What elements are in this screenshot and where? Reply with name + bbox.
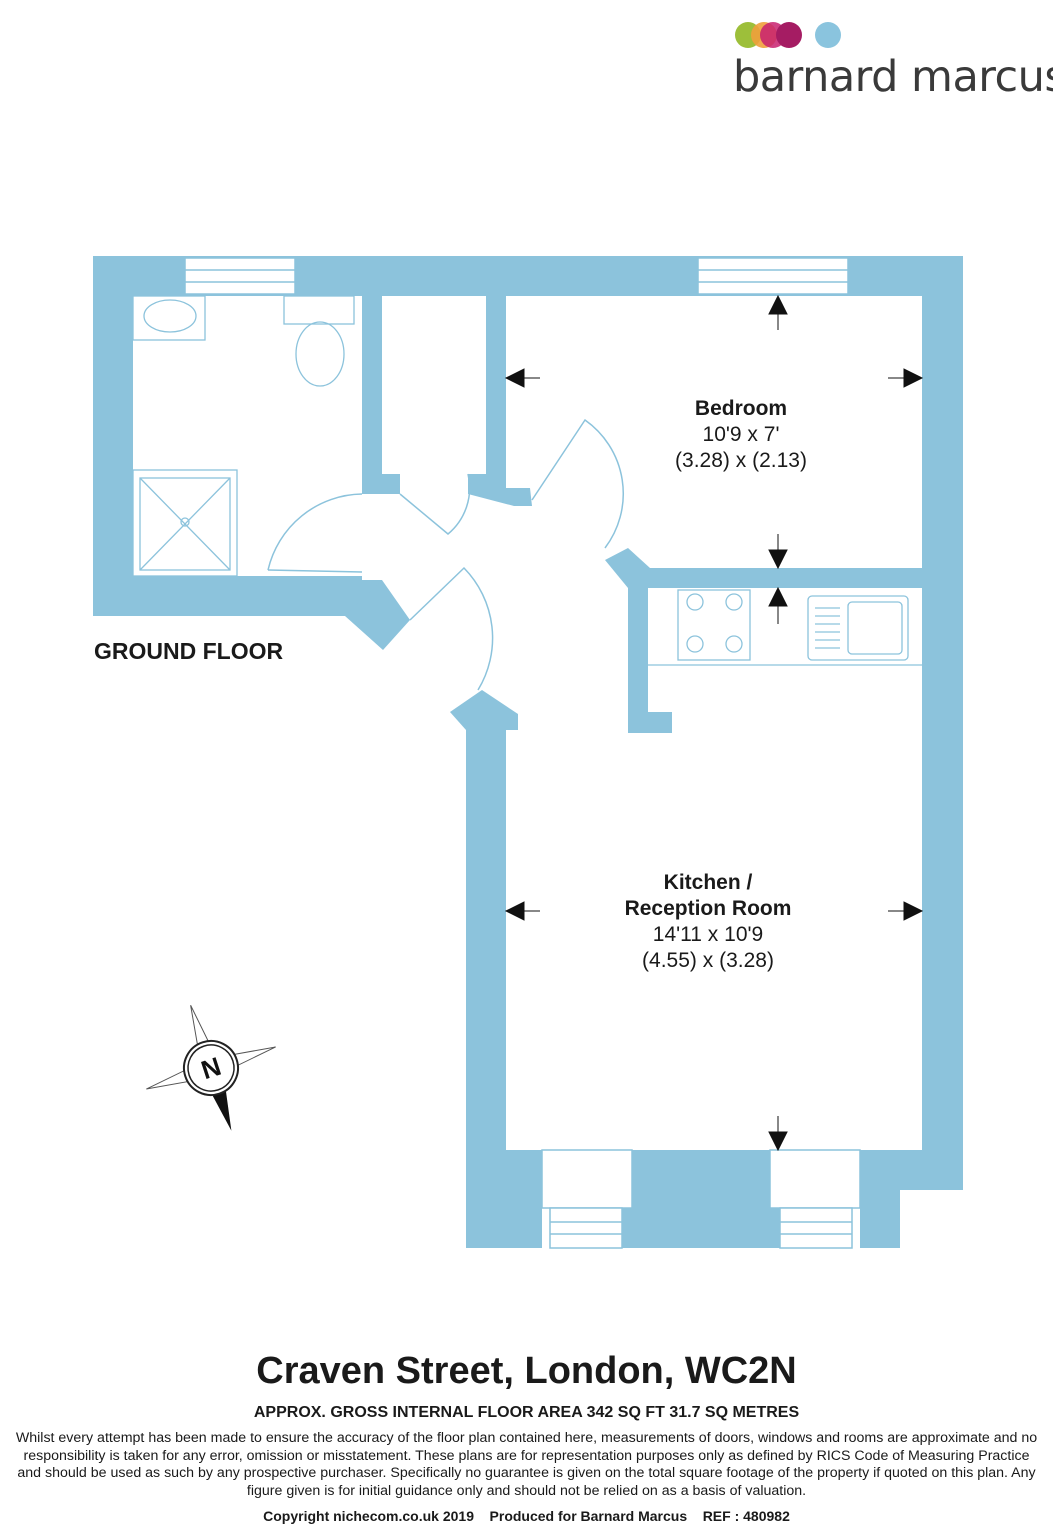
property-address: Craven Street, London, WC2N [256,1350,797,1392]
disclaimer-text: Whilst every attempt has been made to en… [15,1430,1038,1499]
windows [184,257,861,1249]
logo-dot-blue [815,22,841,48]
doors [267,418,624,691]
shower-tray [132,469,238,577]
floor-label: GROUND FLOOR [94,638,284,664]
room-dim-metric: (4.55) x (3.28) [642,949,774,972]
footer-credits: Copyright nichecom.co.uk 2019 Produced f… [263,1508,790,1524]
kitchen-hob [677,589,751,661]
room-name: Bedroom [694,397,788,420]
room-dim-imperial: 10'9 x 7' [702,423,780,446]
toilet-cistern [283,295,355,325]
logo-dot-crimson [776,22,802,48]
room-dim-metric: (3.28) x (2.13) [675,449,807,472]
dimension-arrows [504,294,924,1152]
room-name-line1: Kitchen / [663,871,753,894]
room-dim-imperial: 14'11 x 10'9 [652,923,764,946]
kitchen-window-left [541,1149,633,1209]
kitchen-window-right [769,1149,861,1209]
bathroom-sink [132,295,206,341]
toilet-bowl [295,321,345,387]
room-label-bedroom: Bedroom 10'9 x 7' (3.28) x (2.13) [626,396,856,474]
floor-area: APPROX. GROSS INTERNAL FLOOR AREA 342 SQ… [253,1404,800,1421]
kitchen-sink [807,595,909,661]
compass-rose: N [146,1005,276,1131]
brand-logo-dots [735,22,841,48]
room-label-kitchen-reception: Kitchen / Reception Room 14'11 x 10'9 (4… [578,870,838,974]
brand-name: barnard marcus [733,52,1053,102]
fixtures [132,295,922,666]
bathroom-window [184,257,296,295]
bedroom-window [697,257,849,295]
room-name-line2: Reception Room [624,897,792,920]
